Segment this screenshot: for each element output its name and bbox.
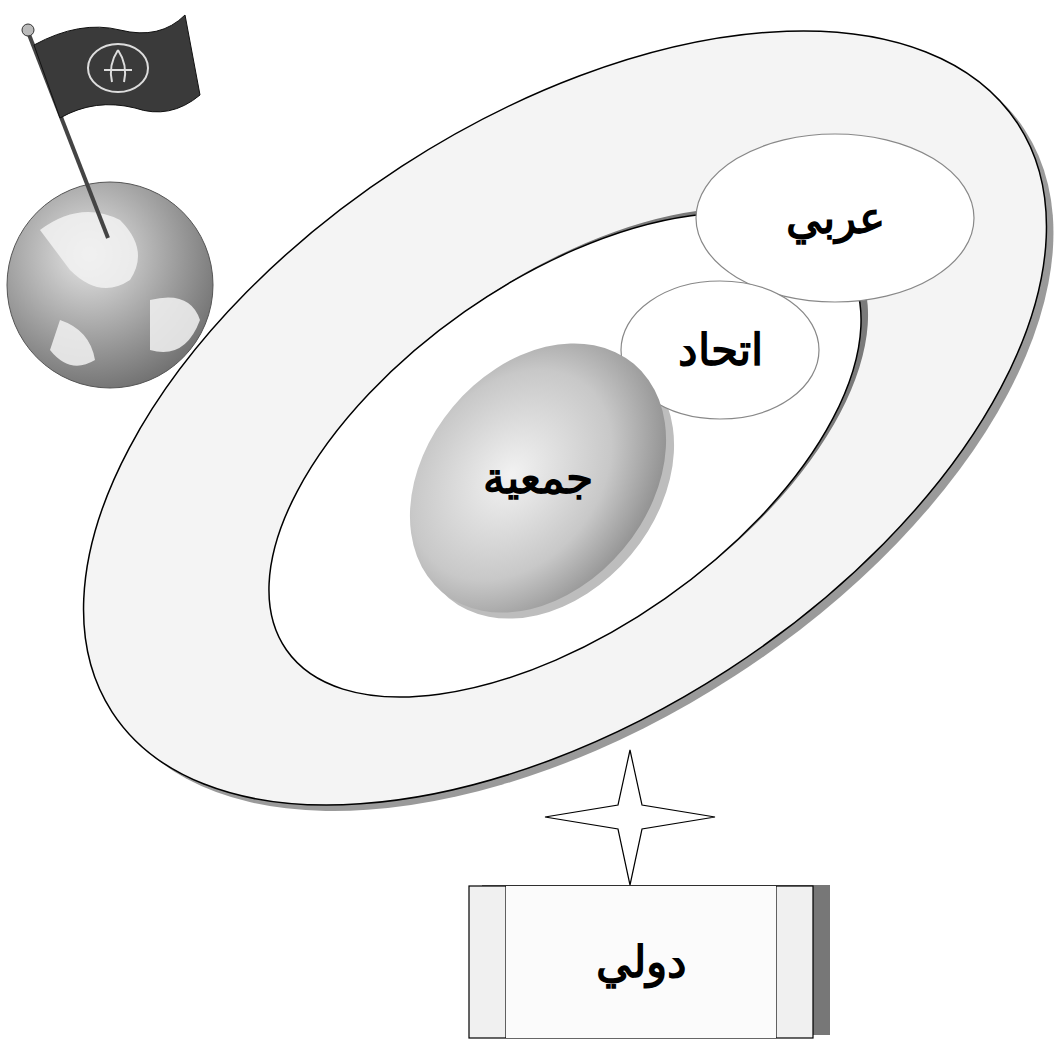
international-box: دولي [468,885,814,1039]
outer-band [0,0,1059,964]
node-label: عربي [786,192,885,244]
pole-knob [22,24,34,36]
star-symbol [545,750,715,885]
arab-circle: عربي [695,133,975,303]
node-label: جمعية [483,452,593,504]
inner-shadow [193,112,951,789]
node-label: دولي [596,936,687,988]
association-core: جمعية [388,366,688,590]
inner-band [186,117,944,794]
flag-emblem [88,44,148,92]
globe-land [40,212,200,366]
node-label: اتحاد [678,324,763,376]
scout-flag [34,15,200,118]
globe [7,182,213,388]
fleur-de-lis [104,50,132,82]
